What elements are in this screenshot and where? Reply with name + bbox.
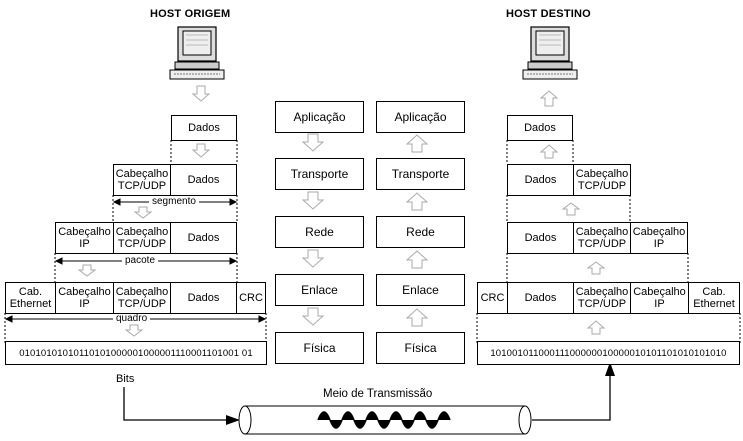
source-r4-tcp-header: Cabeçalho TCP/UDP [113, 282, 171, 314]
medium-label: Meio de Transmissão [323, 388, 433, 400]
signal-wave-icon [317, 411, 451, 429]
bits-label: Bits [116, 373, 135, 385]
dest-r2-tcp-header: Cabeçalho TCP/UDP [573, 164, 631, 196]
source-r1-data: Dados [171, 115, 237, 141]
right-stack-transport: Transporte [376, 158, 465, 190]
source-r3-data: Dados [170, 222, 237, 254]
right-stack-arrows [405, 134, 429, 327]
source-guides [4, 140, 267, 343]
left-stack-link: Enlace [275, 274, 364, 306]
source-r4-crc: CRC [236, 282, 266, 314]
left-stack-arrows [301, 133, 325, 326]
dest-r3-data: Dados [507, 222, 574, 254]
left-stack-network: Rede [275, 216, 364, 248]
source-r4-ethernet-header: Cab. Ethernet [5, 282, 56, 314]
source-r3-ip-header: Cabeçalho IP [55, 222, 114, 254]
dest-r4-data: Dados [507, 282, 574, 314]
right-stack-link: Enlace [376, 274, 465, 306]
dest-r4-crc: CRC [477, 282, 508, 314]
frame-label: quadro [113, 314, 151, 324]
source-down-arrows [77, 85, 211, 337]
dest-host-title: HOST DESTINO [506, 8, 591, 20]
source-computer-icon [169, 26, 225, 80]
dest-bitstream: 1010010110001110000001000001010110101010… [477, 341, 740, 365]
source-r4-data: Dados [170, 282, 237, 314]
left-stack-transport: Transporte [275, 158, 364, 190]
dest-r3-ip-header: Cabeçalho IP [630, 222, 688, 254]
up-arrowhead-icon [605, 362, 615, 376]
dest-r4-ethernet-header: Cab. Ethernet [688, 282, 740, 314]
packet-label: pacote [122, 256, 159, 266]
segment-label: segmento [149, 197, 199, 207]
source-bitstream: 0101010101011010100000100000111000110100… [5, 341, 267, 365]
bits-path-arrow [123, 387, 230, 421]
right-stack-physical: Física [376, 332, 465, 364]
source-r2-tcp-header: Cabeçalho TCP/UDP [113, 164, 171, 196]
right-stack-application: Aplicação [376, 101, 465, 133]
dest-guides [476, 140, 741, 343]
receive-path-arrow [532, 372, 611, 421]
dest-r2-data: Dados [507, 164, 574, 196]
dest-r4-ip-header: Cabeçalho IP [630, 282, 689, 314]
dest-r1-data: Dados [507, 115, 573, 141]
dest-computer-icon [522, 26, 578, 80]
source-r3-tcp-header: Cabeçalho TCP/UDP [113, 222, 171, 254]
right-arrowhead-icon [226, 415, 240, 425]
transmission-cable [238, 405, 532, 435]
dest-r4-tcp-header: Cabeçalho TCP/UDP [573, 282, 631, 314]
source-r2-data: Dados [170, 164, 237, 196]
left-stack-physical: Física [275, 332, 364, 364]
dest-up-arrows [539, 90, 606, 335]
source-host-title: HOST ORIGEM [150, 8, 231, 20]
right-stack-network: Rede [376, 216, 465, 248]
dest-r3-tcp-header: Cabeçalho TCP/UDP [573, 222, 631, 254]
left-stack-application: Aplicação [275, 101, 364, 133]
source-r4-ip-header: Cabeçalho IP [55, 282, 114, 314]
